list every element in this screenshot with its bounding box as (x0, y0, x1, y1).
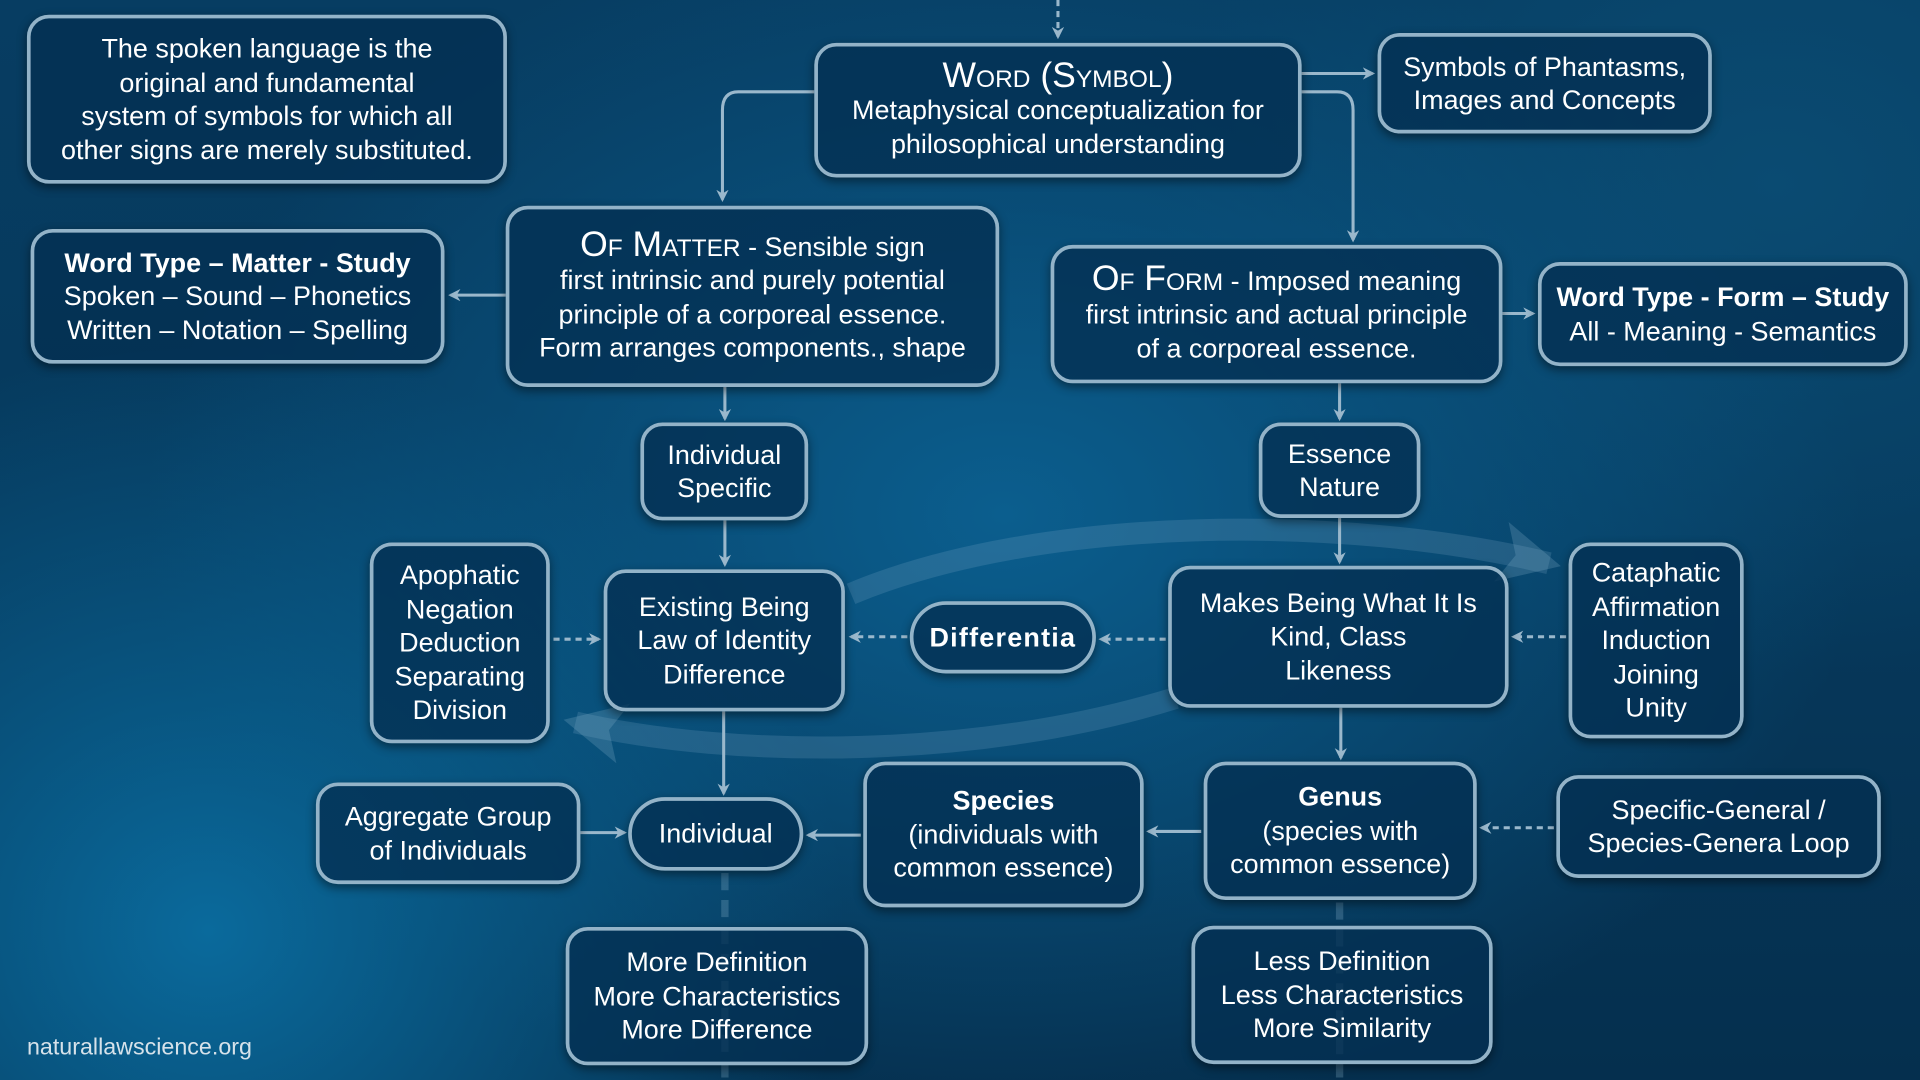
word-type-matter-line: Written – Notation – Spelling (67, 314, 409, 346)
form-heading: Of Form - Imposed meaning (1092, 261, 1462, 298)
word-type-matter-line: Spoken – Sound – Phonetics (63, 280, 412, 312)
individual-box: Individual (628, 797, 804, 871)
line: Existing Being (638, 591, 810, 622)
form-subtitle: - Imposed meaning (1223, 265, 1462, 297)
matter-subtitle: - Sensible sign (740, 230, 925, 262)
differentia-box: Differentia (909, 601, 1096, 674)
word-title: Word (Symbol) (942, 56, 1174, 96)
genus-title: Genus (1298, 781, 1383, 813)
line: Less Definition (1253, 945, 1431, 977)
phantasms-line: Symbols of Phantasms, (1403, 50, 1687, 82)
word-type-form-line: All - Meaning - Semantics (1569, 315, 1877, 346)
line: Species-Genera Loop (1587, 827, 1850, 859)
line: Joining (1613, 658, 1699, 690)
line: Individual (667, 438, 782, 470)
line: Law of Identity (637, 624, 812, 656)
word-type-matter-box: Word Type – Matter - Study Spoken – Soun… (30, 228, 445, 364)
phantasms-box: Symbols of Phantasms,Images and Concepts (1377, 33, 1712, 134)
line: Makes Being What It Is (1199, 587, 1477, 619)
intro-line: system of symbols for which all (81, 100, 453, 132)
word-type-matter-title: Word Type – Matter - Study (64, 247, 411, 278)
matter-line: first intrinsic and purely potential (560, 264, 945, 296)
line: of Individuals (369, 834, 527, 866)
line: (species with (1262, 815, 1419, 846)
matter-line: principle of a corporeal essence. (558, 298, 947, 329)
intro-line: other signs are merely substituted. (61, 134, 473, 165)
line: More Difference (621, 1014, 813, 1045)
line: Aggregate Group (344, 800, 552, 832)
line: Apophatic (399, 559, 520, 591)
line: common essence) (893, 852, 1114, 884)
line: More Characteristics (593, 980, 841, 1012)
intro-line: The spoken language is the (101, 33, 433, 64)
line: Deduction (399, 627, 521, 658)
species-title: Species (952, 785, 1055, 816)
cycle-arrow-bottom (563, 687, 1179, 764)
line: More Similarity (1252, 1012, 1432, 1044)
word-symbol-box: Word (Symbol) Metaphysical conceptualiza… (814, 42, 1302, 178)
phantasms-line: Images and Concepts (1413, 84, 1676, 116)
form-line: first intrinsic and actual principle (1085, 299, 1468, 330)
line: Specific-General / (1611, 794, 1826, 825)
of-form-box: Of Form - Imposed meaning first intrinsi… (1050, 244, 1503, 384)
line: Specific (677, 472, 772, 504)
form-line: of a corporeal essence. (1136, 332, 1417, 364)
intro-line: original and fundamental (119, 66, 415, 98)
footer-url: naturallawscience.org (26, 1034, 252, 1061)
line: Difference (663, 658, 786, 690)
cycle-arrow-top (846, 518, 1561, 605)
word-line: Metaphysical conceptualization for (852, 94, 1264, 126)
line: common essence) (1230, 848, 1451, 880)
of-matter-box: Of Matter - Sensible sign first intrinsi… (505, 205, 1000, 387)
line: Division (412, 694, 507, 726)
individual-label: Individual (658, 818, 773, 849)
line: (individuals with (908, 818, 1099, 850)
word-type-form-box: Word Type - Form – Study All - Meaning -… (1537, 262, 1908, 367)
form-title: Of Form (1091, 259, 1224, 299)
line: Unity (1625, 692, 1687, 723)
specific-general-box: Specific-General /Species-Genera Loop (1556, 775, 1881, 878)
word-type-form-title: Word Type - Form – Study (1556, 281, 1890, 313)
line: Less Characteristics (1220, 979, 1464, 1010)
matter-line: Form arranges components., shape (539, 331, 966, 363)
line: Kind, Class (1270, 621, 1407, 652)
line: Cataphatic (1591, 557, 1721, 589)
line: Nature (1299, 471, 1381, 503)
matter-title: Of Matter (580, 224, 741, 264)
word-line: philosophical understanding (890, 128, 1225, 159)
line: Affirmation (1591, 591, 1721, 622)
line: Likeness (1285, 654, 1392, 686)
matter-heading: Of Matter - Sensible sign (580, 224, 925, 264)
line: Essence (1287, 437, 1392, 469)
differentia-label: Differentia (929, 621, 1077, 653)
line: Negation (405, 593, 514, 625)
line: Induction (1601, 624, 1711, 656)
line: More Definition (626, 946, 808, 978)
line: Separating (394, 660, 525, 692)
